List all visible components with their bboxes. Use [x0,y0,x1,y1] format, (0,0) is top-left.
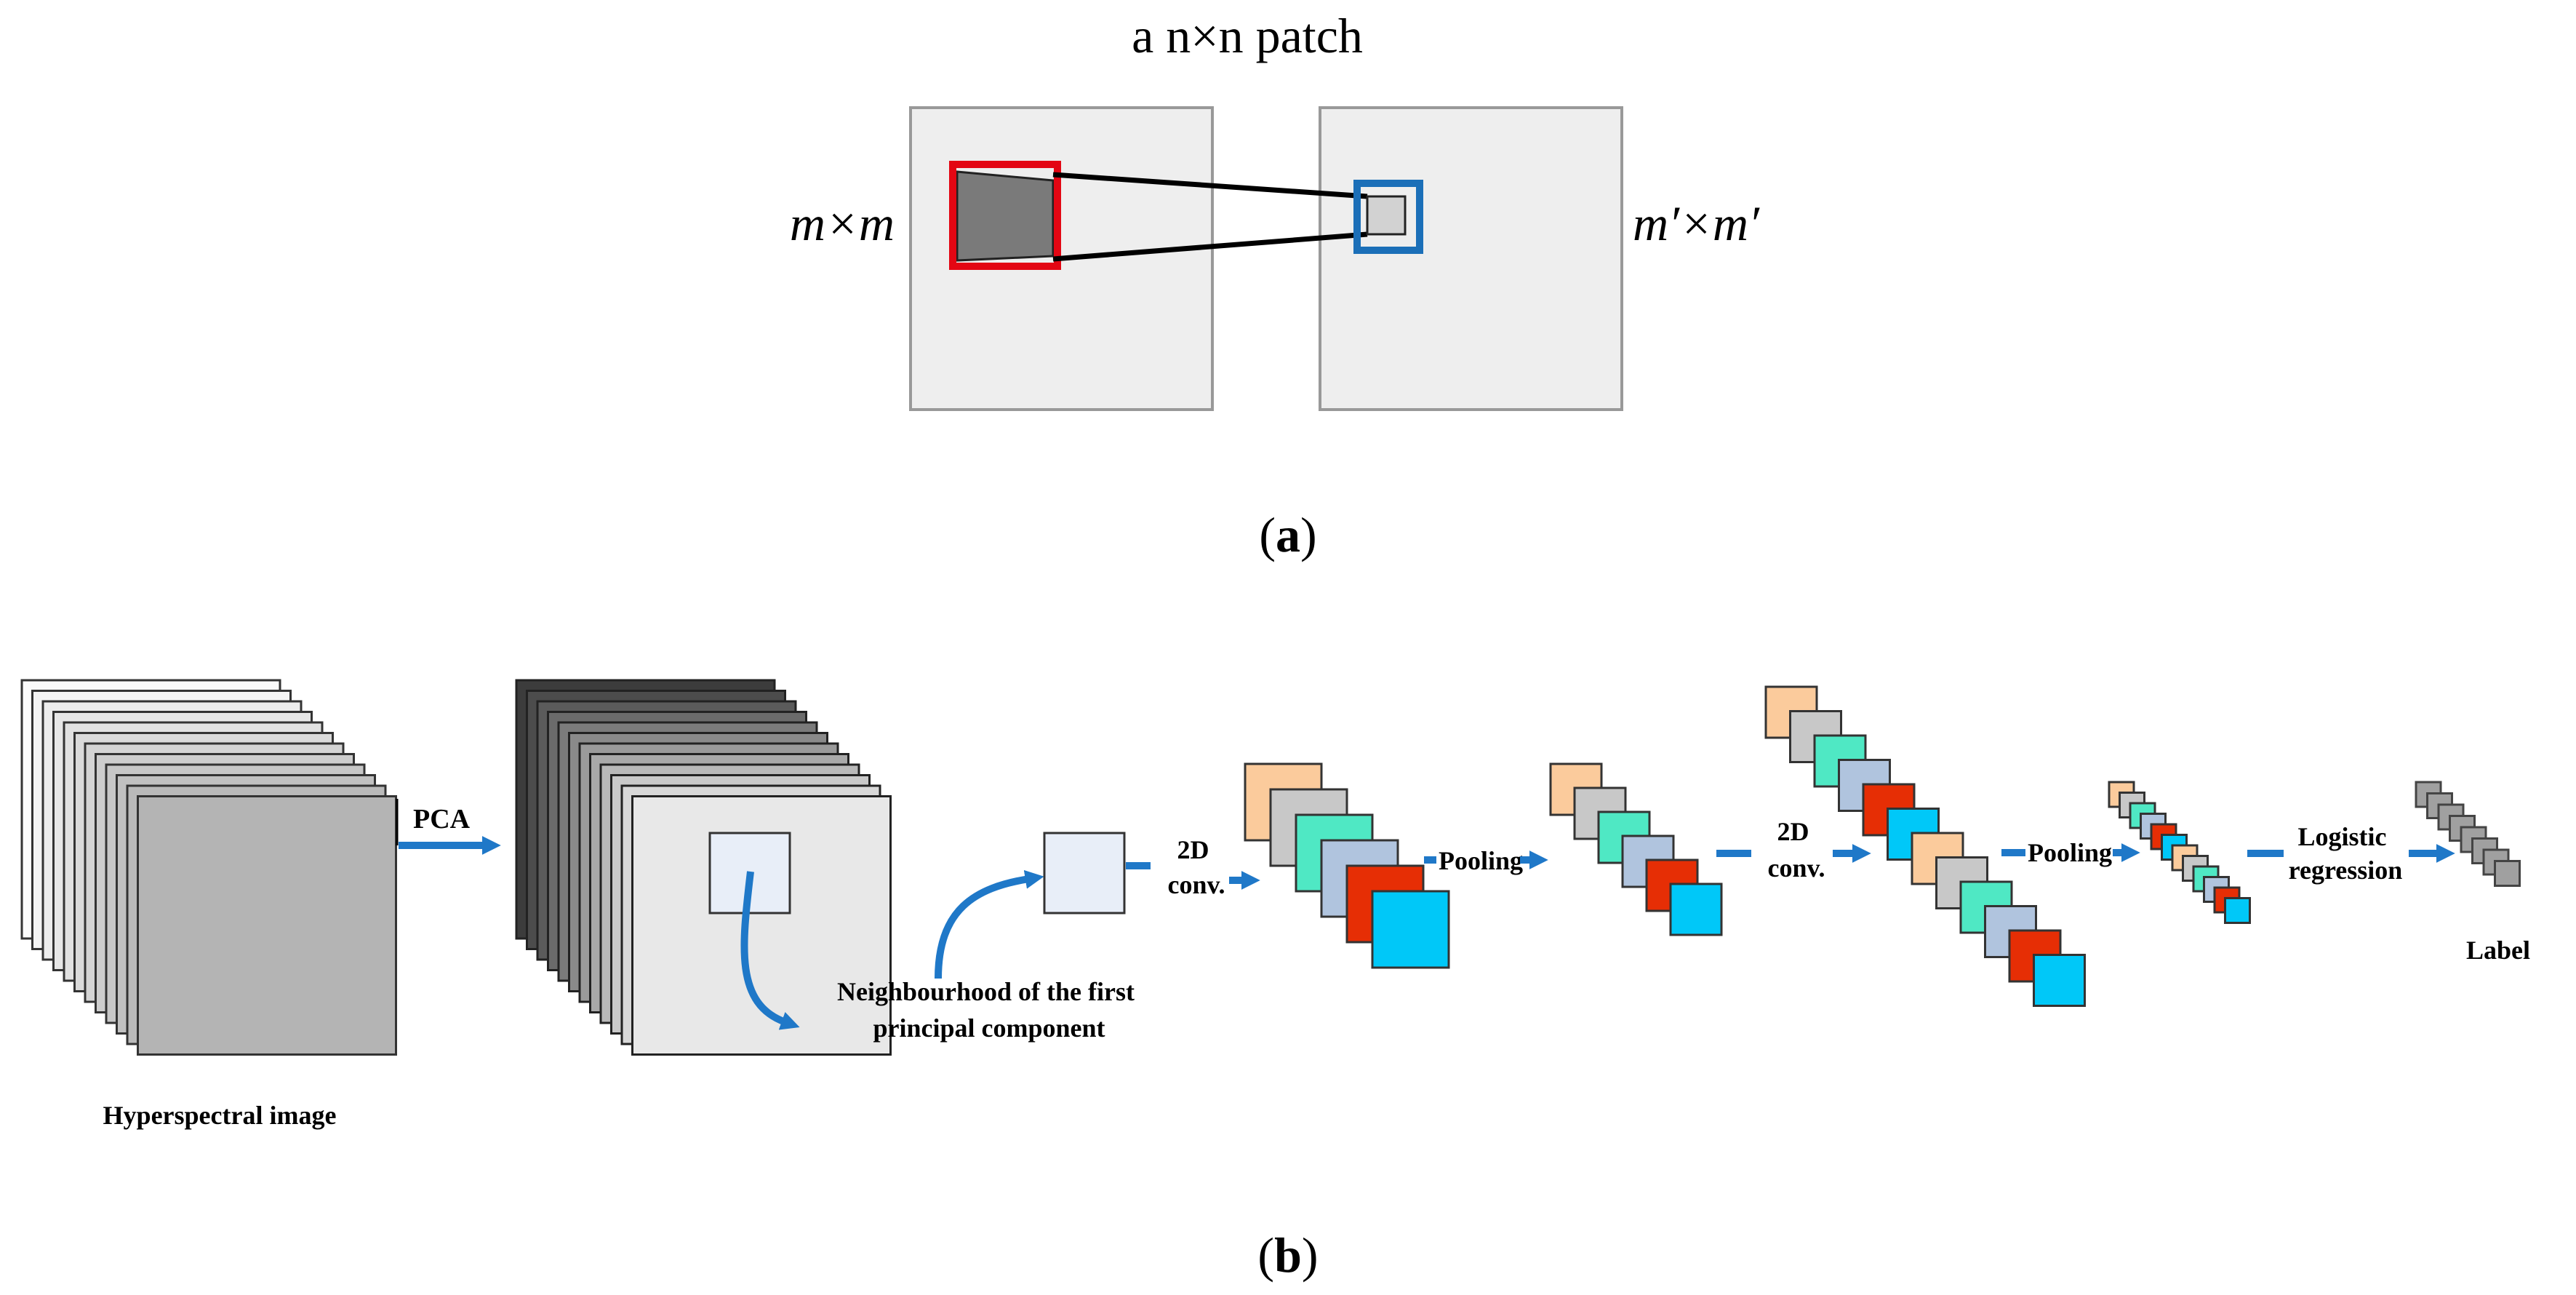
pool1-feature-map [1669,882,1723,936]
output-pixel [1366,195,1407,236]
output-plane [1319,106,1623,411]
panel-a-caption: (a) [1259,507,1316,562]
input-patch-highlight [949,161,1061,270]
pca-label: PCA [413,804,471,834]
feature-maps-pool1 [1549,762,1723,936]
pool2-label: Pooling [2028,838,2112,867]
principal-components-stack [515,679,892,1056]
projection-line-bottom [1052,231,1368,262]
input-size-label: m×m [790,196,895,251]
spectral-band-slice [137,795,397,1056]
hyperspectral-image-stack [20,679,397,1056]
pool1-label: Pooling [1439,846,1523,875]
neighbourhood-extract-arrow [740,871,800,1030]
input-patch-square [1043,832,1126,915]
feature-maps-conv1 [1244,762,1450,969]
panel-b: Hyperspectral image PCA Neighbourhood of… [20,679,2530,1283]
conv1-feature-map [1371,890,1450,969]
input-patch [956,170,1055,262]
pool2-feature-map [2224,897,2251,924]
feature-maps-pool2 [2108,781,2251,924]
label-output-cell [2494,860,2521,887]
neighbourhood-to-patch-arrow [935,869,1044,979]
conv1-label: 2D conv. [1167,835,1225,899]
panel-a-title: a n×n patch [1132,8,1363,63]
label-output-stack [2415,781,2521,887]
label-text: Label [2466,936,2530,965]
logistic-regression-label: Logistic regression [2289,822,2403,885]
feature-maps-conv2 [1764,685,2086,1007]
output-size-label: m′×m′ [1633,196,1760,251]
panel-b-caption: (b) [1257,1227,1318,1283]
conv2-label: 2D conv. [1767,817,1825,882]
projection-line-top [1052,172,1368,199]
output-pixel-highlight [1353,180,1423,254]
panel-a: a n×n patch m×m m′×m′ (a) [790,8,1760,562]
neighbourhood-label: Neighbourhood of the first principal com… [837,977,1141,1043]
conv2-feature-map [2033,954,2086,1007]
hyperspectral-image-label: Hyperspectral image [103,1101,337,1130]
